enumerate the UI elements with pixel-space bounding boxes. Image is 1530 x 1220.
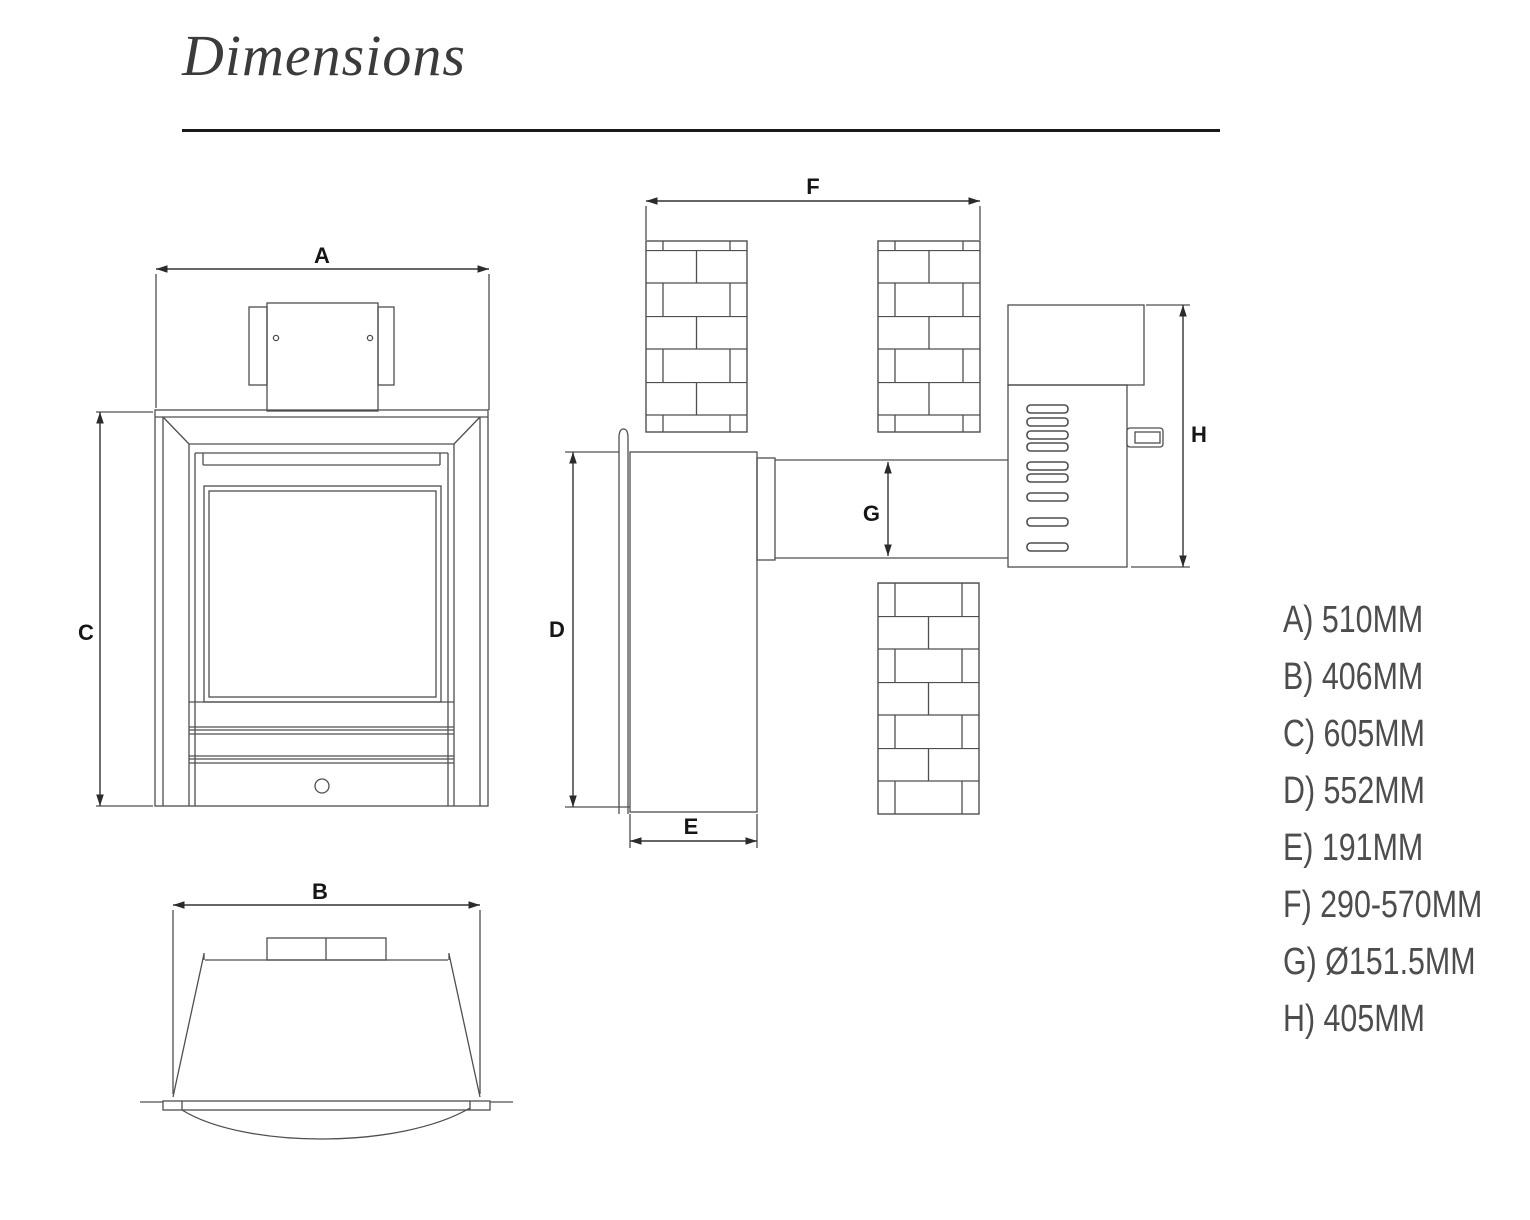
- dimension-text: G) Ø151.5MM: [1283, 941, 1476, 983]
- side-view: F D E G: [549, 174, 1207, 848]
- mounting-bracket: [248, 302, 395, 412]
- screw-hole: [366, 334, 374, 342]
- dimension-text: A) 510MM: [1283, 599, 1424, 641]
- title-underline: [182, 129, 1220, 132]
- dimension-F: F: [645, 174, 981, 240]
- page-title: Dimensions: [182, 23, 466, 88]
- dimension-G: G: [863, 462, 892, 556]
- front-glass: [203, 485, 442, 703]
- plan-flange: [140, 1100, 513, 1111]
- dimension-list-item: A) 510MM: [1283, 592, 1530, 649]
- dimension-text: E) 191MM: [1283, 827, 1424, 869]
- bottom-view: B: [140, 879, 513, 1140]
- dimension-C: C: [78, 411, 153, 807]
- brick-column-right: [877, 240, 981, 433]
- dim-label-G: G: [863, 501, 880, 526]
- dim-label-B: B: [312, 879, 328, 904]
- dimension-text: B) 406MM: [1283, 656, 1424, 698]
- dimension-text: F) 290-570MM: [1283, 884, 1483, 926]
- vent-slats: [1026, 404, 1069, 552]
- dimension-text: H) 405MM: [1283, 998, 1425, 1040]
- plan-spigot: [266, 937, 387, 961]
- dimension-list-item: D) 552MM: [1283, 763, 1530, 820]
- dim-label-H: H: [1191, 422, 1207, 447]
- dimension-text: C) 605MM: [1283, 713, 1425, 755]
- flue-collar: [756, 457, 776, 561]
- dimension-list-item: B) 406MM: [1283, 649, 1530, 706]
- front-view: A: [78, 243, 490, 807]
- dimension-text: D) 552MM: [1283, 770, 1425, 812]
- dimension-list-item: C) 605MM: [1283, 706, 1530, 763]
- dimension-A: A: [155, 243, 490, 410]
- dimension-E: E: [629, 814, 758, 848]
- flue-box: [1007, 304, 1164, 568]
- dimension-list-item: H) 405MM: [1283, 991, 1530, 1048]
- front-bottom-panel: [189, 701, 454, 794]
- firebox-body: [618, 428, 1008, 814]
- brick-column-bottom: [877, 582, 980, 815]
- dim-label-F: F: [806, 174, 819, 199]
- dimension-H: H: [1131, 304, 1207, 568]
- front-flange: [618, 428, 629, 814]
- screw-hole: [272, 334, 280, 342]
- dim-label-E: E: [684, 814, 699, 839]
- knob: [314, 778, 330, 794]
- dim-label-A: A: [314, 243, 330, 268]
- dimension-D: D: [549, 451, 630, 808]
- dimension-list: A) 510MM B) 406MM C) 605MM D) 552MM E) 1…: [1283, 592, 1530, 1048]
- glass-curve: [181, 1107, 471, 1140]
- dimension-list-item: F) 290-570MM: [1283, 877, 1530, 934]
- dimension-list-item: G) Ø151.5MM: [1283, 934, 1530, 991]
- side-connector: [1126, 427, 1164, 448]
- front-frame: [154, 409, 489, 807]
- dim-label-D: D: [549, 617, 565, 642]
- dimension-list-item: E) 191MM: [1283, 820, 1530, 877]
- dim-label-C: C: [78, 620, 94, 645]
- plan-body: [140, 937, 513, 1140]
- dimension-B: B: [172, 879, 481, 1094]
- brick-column-left: [645, 240, 748, 433]
- flue-duct: [775, 459, 1008, 559]
